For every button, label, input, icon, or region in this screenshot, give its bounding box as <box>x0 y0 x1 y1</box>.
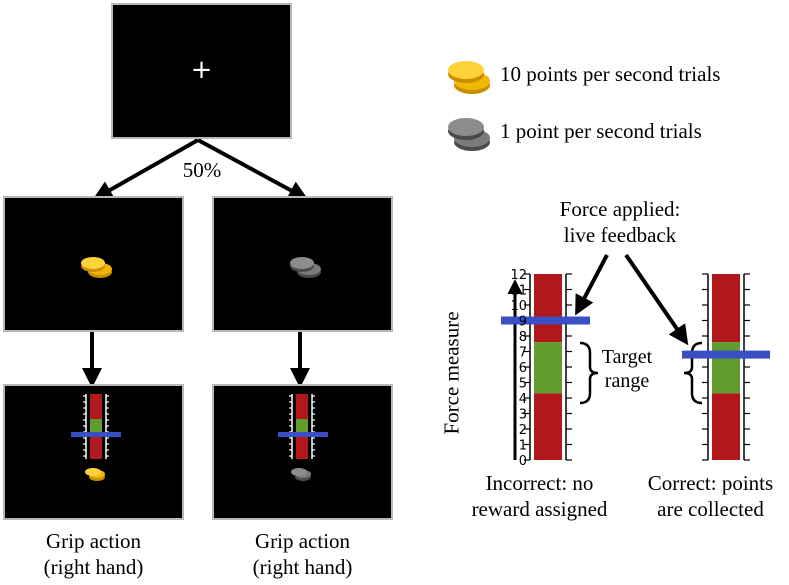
correct-bar-target-green <box>712 342 740 394</box>
axis-tick-label: 5 <box>519 377 527 392</box>
feedback-label: Force applied: live feedback <box>559 197 681 247</box>
incorrect-caption: Incorrect: no reward assigned <box>471 471 608 521</box>
target-brace-left <box>579 341 599 405</box>
arrow-to-high <box>92 138 199 200</box>
gold-coins-icon <box>81 257 112 278</box>
fixation-screen: + <box>111 3 292 139</box>
cue-screen-low <box>212 196 393 332</box>
axis-tick-label: 9 <box>519 315 527 330</box>
cue-screen-high <box>3 196 184 332</box>
axis-tick-label: 12 <box>510 268 527 283</box>
axis-tick-label: 1 <box>519 439 527 454</box>
axis-tick-label: 7 <box>519 346 527 361</box>
grip-caption-right: Grip action (right hand) <box>252 529 353 579</box>
incorrect-bar-force-line <box>501 316 590 325</box>
axis-tick-label: 6 <box>519 361 527 376</box>
grip-caption-left: Grip action (right hand) <box>43 529 144 579</box>
target-brace-right <box>683 341 703 405</box>
correct-bar-force-line <box>682 350 770 359</box>
fixation-cross: + <box>190 55 213 85</box>
axis-tick-label: 2 <box>519 423 527 438</box>
gray-coins-legend-icon <box>448 118 490 151</box>
feedback-arrow-right <box>624 253 689 346</box>
split-label: 50% <box>182 158 222 182</box>
incorrect-bar-lower-red <box>534 393 562 460</box>
gray-coins-icon <box>290 257 321 278</box>
legend-low-label: 1 point per second trials <box>500 119 702 143</box>
gold-coins-legend-icon <box>448 61 490 94</box>
feedback-arrow-left <box>575 254 609 316</box>
axis-tick-label: 8 <box>519 330 527 345</box>
grip-screen-low <box>212 384 393 520</box>
axis-tick-label: 11 <box>510 284 527 299</box>
target-label: Target range <box>601 346 653 392</box>
correct-bar-upper-red <box>712 274 740 343</box>
axis-tick-label: 3 <box>519 408 527 423</box>
incorrect-bar-upper-red <box>534 274 562 343</box>
axis-tick-label: 10 <box>510 299 527 314</box>
legend-high-label: 10 points per second trials <box>500 62 721 86</box>
arrow-to-low <box>197 138 309 200</box>
axis-tick-label: 0 <box>519 454 527 469</box>
axis-tick-label: 4 <box>519 392 527 407</box>
correct-caption: Correct: points are collected <box>647 471 774 521</box>
incorrect-bar-target-green <box>534 342 562 394</box>
grip-bar-high <box>71 394 121 481</box>
grip-bar-low <box>278 394 328 481</box>
grip-screen-high <box>3 384 184 520</box>
correct-bar-lower-red <box>712 393 740 460</box>
